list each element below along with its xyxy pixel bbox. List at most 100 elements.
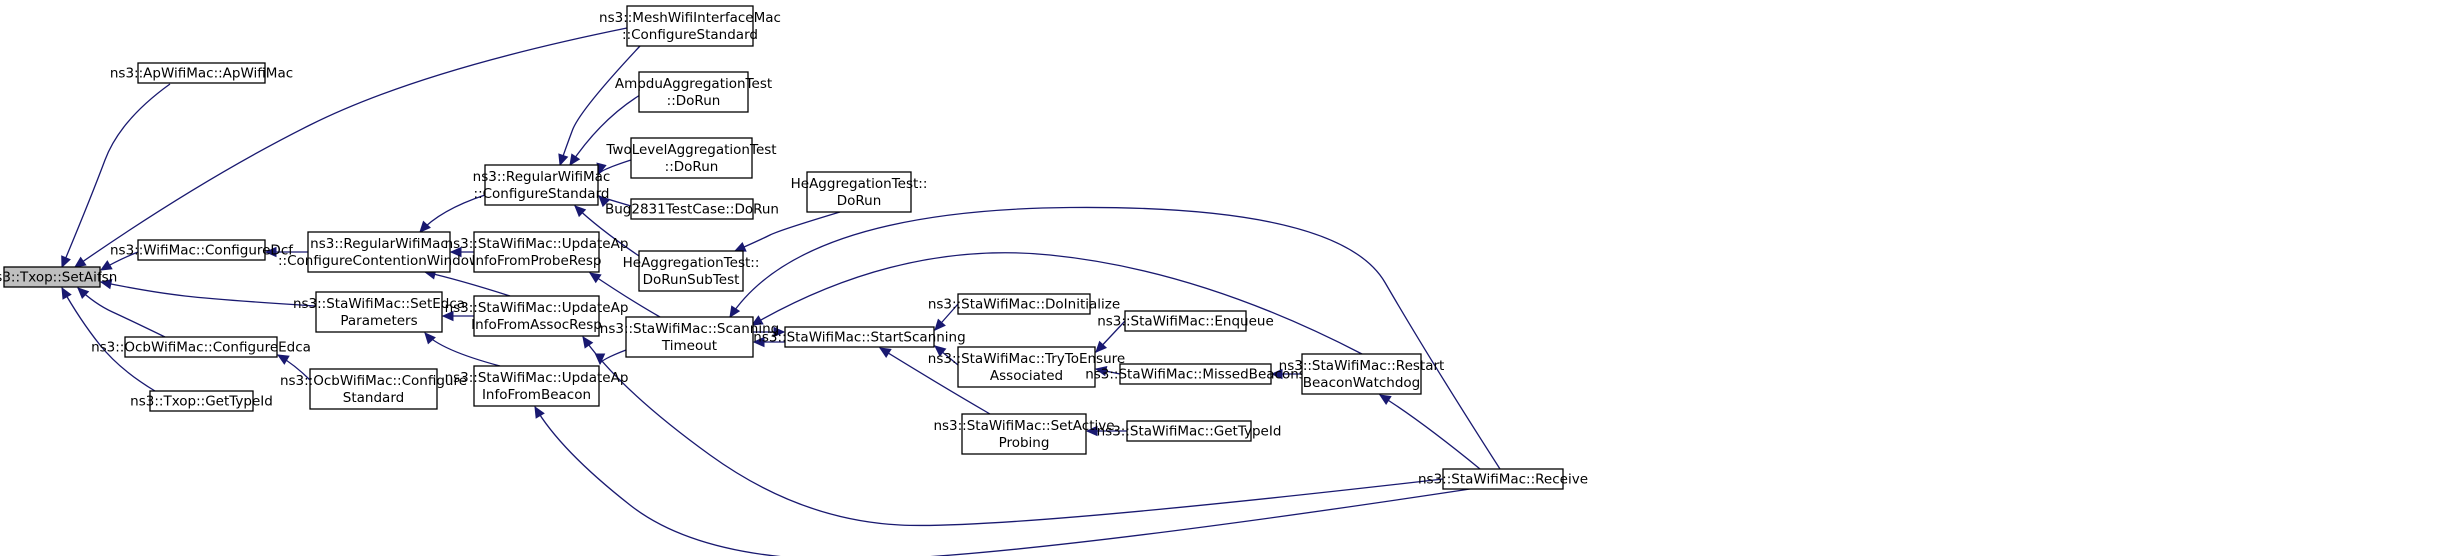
arrow-head-icon bbox=[773, 326, 786, 338]
node-box[interactable] bbox=[957, 346, 1096, 388]
arrow-head-icon bbox=[752, 336, 765, 348]
node-box[interactable] bbox=[1119, 363, 1272, 385]
node-he_dorunsubtest[interactable]: HeAggregationTest::DoRunSubTest bbox=[623, 250, 760, 292]
node-label-line: ns3::StaWifiMac::DoInitialize bbox=[928, 297, 1120, 313]
edge-enqueue-to-trytoensure bbox=[1095, 320, 1126, 353]
node-box[interactable] bbox=[638, 250, 744, 292]
node-mesh_configurestandard[interactable]: ns3::MeshWifiInterfaceMac::ConfigureStan… bbox=[599, 5, 781, 47]
node-enqueue[interactable]: ns3::StaWifiMac::Enqueue bbox=[1097, 310, 1274, 332]
node-box[interactable] bbox=[307, 231, 451, 273]
node-doinitialize[interactable]: ns3::StaWifiMac::DoInitialize bbox=[928, 293, 1120, 315]
node-label-line: ns3::StaWifiMac::UpdateAp bbox=[445, 370, 629, 386]
edge-mesh_configurestandard-to-txop_setaifsn bbox=[73, 27, 628, 268]
node-box[interactable] bbox=[626, 5, 754, 47]
node-label-line: HeAggregationTest:: bbox=[791, 176, 928, 192]
node-label-line: Parameters bbox=[340, 313, 417, 329]
node-label-line: Associated bbox=[990, 368, 1063, 384]
node-apwifimac[interactable]: ns3::ApWifiMac::ApWifiMac bbox=[110, 62, 293, 84]
node-bug2831_dorun[interactable]: Bug2831TestCase::DoRun bbox=[605, 198, 779, 220]
arrow-head-icon bbox=[419, 220, 431, 233]
node-box[interactable] bbox=[630, 137, 753, 179]
node-update_assoc[interactable]: ns3::StaWifiMac::UpdateApInfoFromAssocRe… bbox=[445, 295, 629, 337]
node-ocb_configureedca[interactable]: ns3::OcbWifiMac::ConfigureEdca bbox=[91, 336, 311, 358]
node-update_probe[interactable]: ns3::StaWifiMac::UpdateApInfoFromProbeRe… bbox=[445, 231, 629, 273]
node-txop_gettypeid[interactable]: ns3::Txop::GetTypeId bbox=[130, 390, 273, 412]
edge-receive-to-update_assoc bbox=[582, 336, 1444, 527]
edge-ampdu_dorun-to-regular_configurestandard bbox=[569, 94, 641, 167]
node-label-line: ns3::OcbWifiMac::Configure bbox=[280, 373, 467, 389]
node-box[interactable] bbox=[1126, 420, 1252, 442]
node-box[interactable] bbox=[137, 239, 266, 261]
node-wifimac_configuredcf[interactable]: ns3::WifiMac::ConfigureDcf bbox=[110, 239, 294, 261]
node-box[interactable] bbox=[3, 266, 101, 288]
arrow-head-icon bbox=[61, 286, 72, 300]
node-regular_contention[interactable]: ns3::RegularWifiMac::ConfigureContention… bbox=[278, 231, 480, 273]
node-box[interactable] bbox=[315, 291, 443, 333]
edge-line bbox=[734, 211, 841, 252]
node-box[interactable] bbox=[1301, 353, 1422, 395]
node-box[interactable] bbox=[625, 316, 754, 358]
node-ampdu_dorun[interactable]: AmpduAggregationTest::DoRun bbox=[615, 71, 772, 113]
node-twolevel_dorun[interactable]: TwoLevelAggregationTest::DoRun bbox=[605, 137, 777, 179]
node-label-line: ::ConfigureContentionWindow bbox=[278, 253, 480, 269]
edge-update_beacon-to-stawifimac_setedca bbox=[424, 332, 501, 367]
edge-line bbox=[729, 206, 1501, 470]
arrow-head-icon bbox=[73, 256, 87, 268]
node-txop_setaifsn[interactable]: ns3::Txop::SetAifsn bbox=[0, 266, 117, 288]
node-regular_configurestandard[interactable]: ns3::RegularWifiMac::ConfigureStandard bbox=[473, 164, 611, 206]
node-box[interactable] bbox=[473, 231, 600, 273]
node-label-line: ns3::Txop::GetTypeId bbox=[130, 394, 273, 410]
edge-scanning_timeout-to-update_beacon bbox=[594, 349, 627, 366]
edge-update_probe-to-regular_contention bbox=[449, 246, 474, 258]
node-box[interactable] bbox=[124, 336, 278, 358]
node-label-line: ns3::StaWifiMac::Receive bbox=[1418, 472, 1588, 488]
edge-doinitialize-to-start_scanning bbox=[934, 303, 959, 331]
arrow-head-icon bbox=[99, 278, 113, 290]
arrow-head-icon bbox=[588, 272, 602, 284]
node-box[interactable] bbox=[473, 295, 600, 337]
node-box[interactable] bbox=[309, 368, 438, 410]
node-receive[interactable]: ns3::StaWifiMac::Receive bbox=[1418, 468, 1588, 490]
node-ocb_configurestandard[interactable]: ns3::OcbWifiMac::ConfigureStandard bbox=[280, 368, 467, 410]
node-start_scanning[interactable]: ns3::StaWifiMac::StartScanning bbox=[753, 326, 966, 348]
node-box[interactable] bbox=[1124, 310, 1247, 332]
edge-line bbox=[61, 287, 156, 392]
node-label-line: ::ConfigureStandard bbox=[622, 27, 758, 43]
node-box[interactable] bbox=[806, 171, 912, 213]
arrow-head-icon bbox=[750, 315, 764, 326]
edge-line bbox=[534, 406, 1471, 556]
node-missedbeacons[interactable]: ns3::StaWifiMac::MissedBeacons bbox=[1085, 363, 1306, 385]
node-box[interactable] bbox=[473, 365, 600, 407]
edge-regular_configurestandard-to-regular_contention bbox=[419, 194, 486, 233]
node-box[interactable] bbox=[149, 390, 254, 412]
node-box[interactable] bbox=[1442, 468, 1564, 490]
node-label-line: InfoFromBeacon bbox=[482, 387, 591, 403]
node-label-line: DoRunSubTest bbox=[643, 272, 740, 288]
node-box[interactable] bbox=[961, 413, 1087, 455]
node-he_dorun[interactable]: HeAggregationTest::DoRun bbox=[791, 171, 928, 213]
node-label-line: Timeout bbox=[661, 338, 717, 354]
node-box[interactable] bbox=[484, 164, 599, 206]
arrow-head-icon bbox=[77, 287, 90, 300]
arrow-head-icon bbox=[264, 246, 277, 258]
node-box[interactable] bbox=[137, 62, 266, 84]
node-box[interactable] bbox=[957, 293, 1091, 315]
edge-update_assoc-to-stawifimac_setedca bbox=[441, 310, 474, 322]
node-box[interactable] bbox=[784, 326, 935, 348]
edge-wifimac_configuredcf-to-txop_setaifsn bbox=[99, 251, 139, 271]
node-box[interactable] bbox=[630, 198, 754, 220]
node-label-line: Standard bbox=[343, 390, 404, 406]
arrow-head-icon bbox=[582, 336, 594, 349]
node-box[interactable] bbox=[638, 71, 749, 113]
edge-start_scanning-to-scanning_timeout bbox=[752, 336, 785, 348]
node-label-line: TwoLevelAggregationTest bbox=[605, 142, 776, 158]
node-label-line: InfoFromProbeResp bbox=[472, 253, 602, 269]
edge-scanning_timeout-to-update_probe bbox=[588, 272, 661, 318]
node-sta_gettypeid[interactable]: ns3::StaWifiMac::GetTypeId bbox=[1097, 420, 1282, 442]
